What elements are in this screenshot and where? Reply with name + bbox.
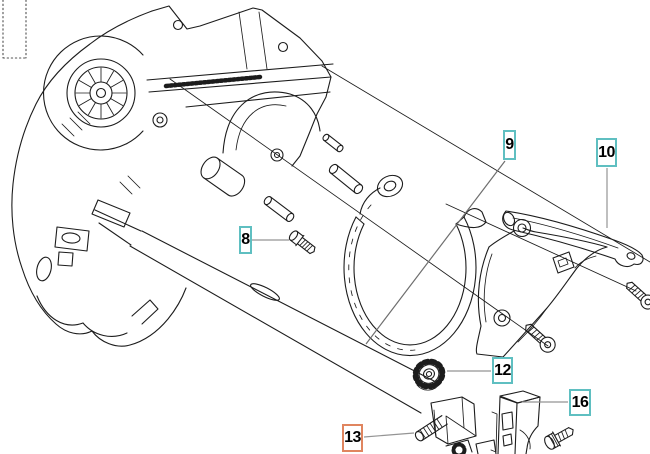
part-16-bracket xyxy=(490,390,574,454)
callout-number: 13 xyxy=(344,429,361,446)
callout-number: 9 xyxy=(505,136,514,153)
leader-9 xyxy=(365,160,506,345)
callout-box-9[interactable]: 9 xyxy=(503,130,516,160)
part-13-tensioner xyxy=(414,396,497,454)
clutch-housing xyxy=(11,5,334,347)
callout-number: 10 xyxy=(598,143,615,161)
leader-lines xyxy=(252,160,608,438)
crop-corner-dashed xyxy=(2,0,27,59)
assembly-axis-lines xyxy=(169,65,650,347)
callout-box-10[interactable]: 10 xyxy=(596,138,617,167)
callout-number: 16 xyxy=(571,393,589,411)
callout-box-8[interactable]: 8 xyxy=(239,226,252,254)
leader-13 xyxy=(363,432,415,438)
callout-number: 12 xyxy=(494,361,511,379)
part-9-brake-band xyxy=(343,174,487,357)
callout-number: 8 xyxy=(241,231,250,248)
callout-box-16[interactable]: 16 xyxy=(569,389,591,416)
part-12-gear xyxy=(412,358,446,391)
guide-pins xyxy=(263,133,364,222)
callout-box-12[interactable]: 12 xyxy=(492,357,513,384)
tensioner-rail xyxy=(129,230,435,414)
part-10-cover xyxy=(475,210,644,358)
callout-box-13[interactable]: 13 xyxy=(342,424,363,452)
part-8-screw xyxy=(288,230,316,255)
